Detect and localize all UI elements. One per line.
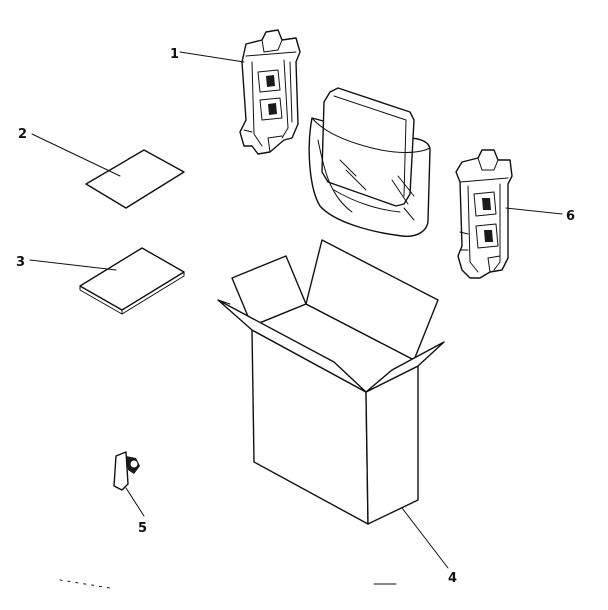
scan-marks: [59, 579, 397, 589]
callout-6: 6: [566, 209, 575, 224]
leader-line-2: [31, 133, 121, 177]
clip-icon: [113, 451, 140, 491]
bagged-item-icon: [308, 87, 431, 237]
leader-line-3: [29, 259, 117, 271]
callout-4: 4: [448, 571, 457, 586]
foam-packing-block-right-icon: [455, 149, 513, 279]
callout-3: 3: [16, 255, 25, 270]
leader-line-1: [179, 51, 245, 63]
leader-line-5: [125, 487, 145, 517]
callout-1: 1: [170, 47, 179, 62]
booklet-icon: [79, 247, 185, 315]
callout-2: 2: [18, 127, 27, 142]
callout-5: 5: [138, 521, 147, 536]
foam-packing-block-left-icon: [239, 29, 301, 155]
leader-lines: [29, 51, 563, 569]
leader-line-4: [401, 507, 449, 569]
instruction-sheet-icon: [85, 149, 185, 209]
callout-labels: 1 2 3 4 5 6: [16, 47, 575, 586]
carton-box-icon: [217, 239, 445, 525]
leader-line-6: [505, 207, 563, 215]
